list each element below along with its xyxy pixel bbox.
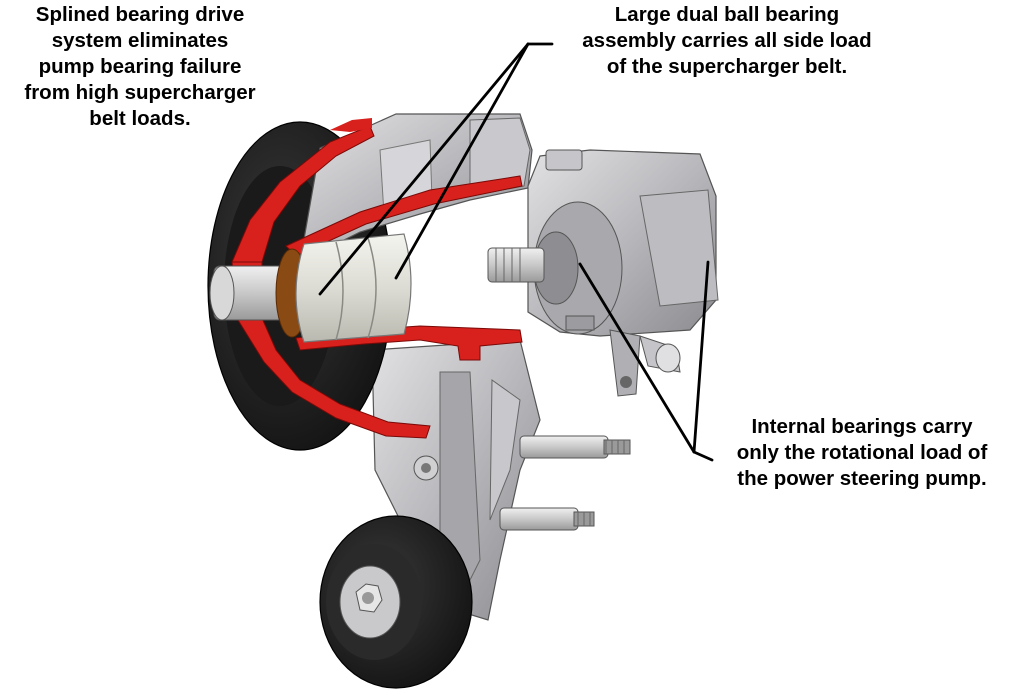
callout-line: of the supercharger belt.	[606, 55, 848, 78]
callout-line: Internal bearings carry	[751, 415, 973, 438]
mounting-studs	[413, 435, 631, 531]
callout-line: the power steering pump.	[737, 467, 987, 490]
dual-ball-bearing	[295, 233, 412, 343]
idler-pulley	[319, 515, 473, 689]
callout-line: from high supercharger	[24, 81, 256, 104]
callout-line: system eliminates	[51, 29, 229, 52]
callout-line: assembly carries all side load	[582, 29, 872, 52]
callout-internal-bearings: Internal bearings carry only the rotatio…	[716, 414, 1008, 492]
leader-lines	[318, 42, 714, 462]
callout-dual-ball-bearing: Large dual ball bearing assembly carries…	[548, 2, 906, 80]
callout-line: Splined bearing drive	[35, 3, 245, 26]
callout-line: only the rotational load of	[736, 441, 988, 464]
callout-line: pump bearing failure	[38, 55, 242, 78]
mounting-bracket	[371, 339, 541, 621]
power-steering-pump	[487, 149, 719, 397]
callout-line: Large dual ball bearing	[614, 3, 840, 26]
callout-splined-bearing-drive: Splined bearing drive system eliminates …	[0, 2, 280, 132]
callout-line: belt loads.	[89, 107, 191, 130]
cutaway-section-upper	[231, 118, 523, 263]
